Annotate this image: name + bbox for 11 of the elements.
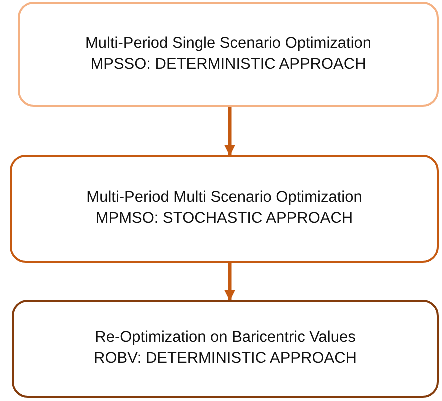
- box-text: Multi-Period Single Scenario Optimization: [85, 34, 372, 54]
- arrow: [224, 263, 236, 302]
- box-text: Multi-Period Multi Scenario Optimization: [86, 188, 362, 208]
- box-text: MPSSO: DETERMINISTIC APPROACH: [90, 54, 366, 74]
- arrow: [224, 107, 236, 156]
- box-text: ROBV: DETERMINISTIC APPROACH: [94, 349, 357, 369]
- box-text: MPMSO: STOCHASTIC APPROACH: [96, 209, 354, 229]
- process-box: [10, 155, 439, 263]
- process-box: [18, 2, 439, 107]
- process-box: [12, 300, 439, 398]
- box-text: Re-Optimization on Baricentric Values: [95, 328, 356, 348]
